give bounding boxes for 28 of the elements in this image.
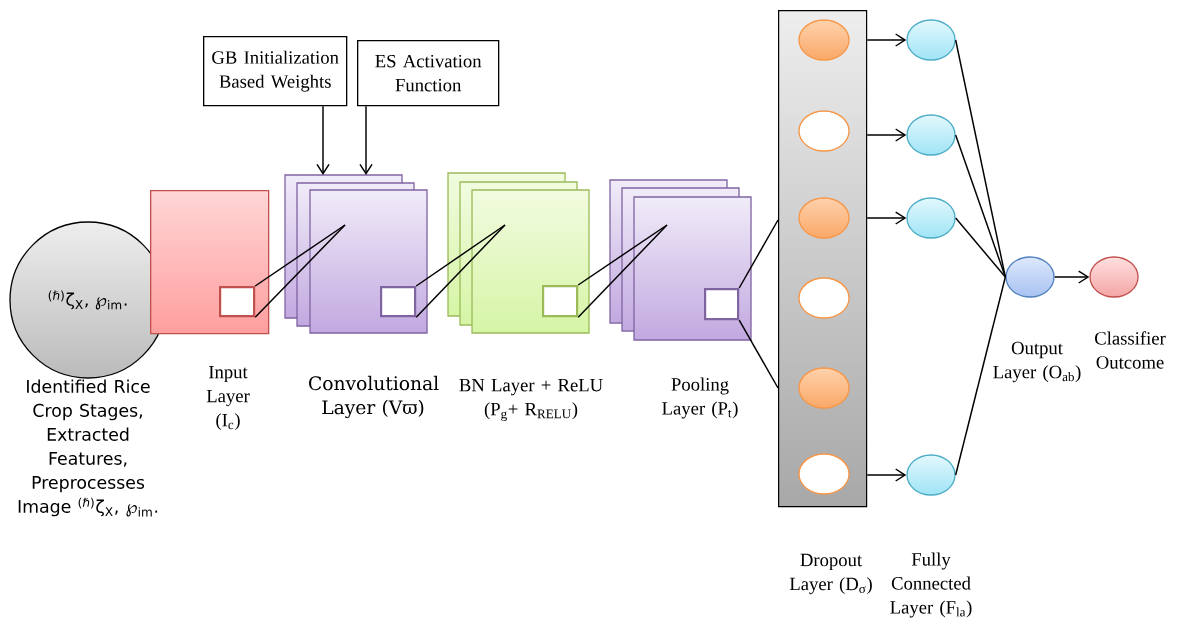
kernel-square <box>219 286 256 318</box>
layer-caption: Input Layer (I$_{c}$) <box>206 365 250 431</box>
connector-line <box>954 39 1007 278</box>
connector-line <box>954 217 1007 278</box>
circle-node: $^{(ℏ)}$ζ$_{X}$, ℘$_{im}$. <box>9 221 167 379</box>
arrow <box>866 211 907 225</box>
text-box: GB Initialization Based Weights <box>203 36 348 107</box>
layer-caption: BN Layer + ReLU (P$_{g}$+ R$_{RELU}$) <box>459 379 603 421</box>
neuron <box>906 114 956 156</box>
layer-caption: Output Layer (O$_{ab}$) <box>993 341 1081 383</box>
arrow <box>1053 270 1090 284</box>
neuron <box>906 19 956 61</box>
arrow <box>866 128 907 142</box>
layer-caption: Fully Connected Layer (F$_{la}$) <box>890 552 972 618</box>
layer-caption: Dropout Layer (D$_{σ}$) <box>789 553 872 595</box>
text-box: ES Activation Function <box>357 40 500 107</box>
layer-caption: Identified Rice Crop Stages, Extracted Features, Preprocesses Image $^{(ℏ)}$ζ$_{X}$, ℘$_{im}$. <box>18 379 158 517</box>
connector-line <box>738 319 779 389</box>
arrow <box>866 33 907 47</box>
layer-caption: Pooling Layer (P$_{t}$) <box>662 377 738 419</box>
connector-line <box>954 276 1007 476</box>
arrow <box>316 105 330 175</box>
connector-line <box>954 134 1007 278</box>
layer-caption: Classifier Outcome <box>1095 331 1166 369</box>
arrow <box>866 468 907 482</box>
layer-caption: Convolutional Layer (Vϖ) <box>309 375 439 419</box>
neuron <box>906 197 956 239</box>
arrow <box>359 105 373 175</box>
